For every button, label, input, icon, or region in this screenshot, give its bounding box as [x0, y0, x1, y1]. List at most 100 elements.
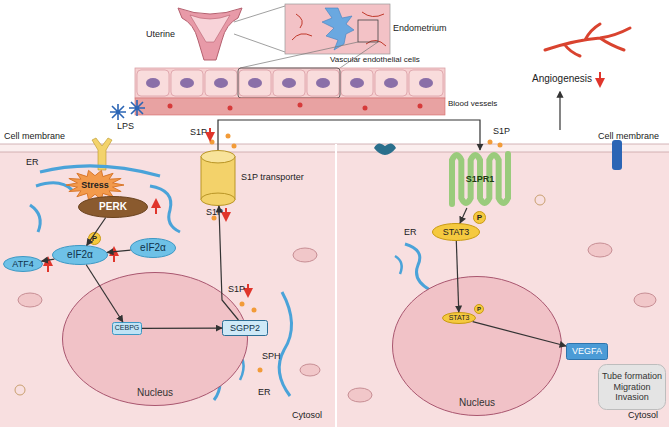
protein-ellipse-outline — [443, 313, 476, 324]
pathway-arrow — [473, 322, 566, 346]
nucleus-shape — [392, 276, 562, 416]
transporter-channel-outline — [201, 151, 235, 163]
decrease-arrow — [209, 128, 211, 140]
nucleus-label: Nucleus — [392, 397, 562, 409]
gene-box: CEBPG — [112, 322, 142, 335]
increase-arrow — [113, 248, 115, 262]
node-label: eIF2α — [52, 245, 108, 265]
node-label: Stress — [66, 170, 124, 200]
mitochondrion — [300, 364, 320, 376]
cell-nucleus — [384, 78, 398, 88]
vessel-icon — [545, 24, 630, 56]
protein-ellipse: ATF4 — [3, 256, 43, 272]
transporter-channel-shape — [200, 150, 236, 206]
s1p-dot — [232, 144, 237, 149]
gene-box: VEGFA — [566, 343, 608, 360]
kinase-ellipse: PERK — [78, 196, 148, 218]
protein-ellipse-outline — [4, 257, 43, 272]
cell-right — [337, 146, 669, 427]
node-label: P — [88, 232, 101, 245]
text-label: S1P — [190, 128, 207, 138]
text-label: S1P — [493, 127, 510, 137]
stress-burst-outline — [66, 170, 124, 199]
zoom-line — [234, 34, 285, 52]
nucleus: Nucleus STAT3P — [392, 276, 562, 416]
text-label: Cell membrane — [4, 132, 65, 142]
pathway-arrow — [142, 327, 222, 329]
node-label: PERK — [78, 196, 148, 218]
node-label: ATF4 — [3, 256, 43, 272]
endothelial-cell — [239, 70, 271, 96]
zoom-box — [358, 20, 378, 42]
node-label: S1P transporter — [241, 172, 304, 182]
endothelial-cell — [171, 70, 203, 96]
node-label: Tube formation Migration Invasion — [600, 364, 664, 410]
kinase-ellipse-outline — [79, 197, 148, 218]
node-label: VEGFA — [566, 343, 608, 360]
mitochondrion — [348, 388, 372, 402]
vesicle — [535, 195, 545, 205]
pathway-arrow — [107, 250, 130, 252]
text-label: Cell membrane — [598, 132, 659, 142]
zoom-line — [240, 42, 358, 68]
er-membrane — [150, 186, 180, 232]
zoom-line — [340, 42, 378, 68]
panel-divider — [335, 144, 337, 427]
stress-burst: Stress — [66, 170, 124, 200]
pathway-arrow — [460, 208, 467, 223]
receptor-protein: S1PR1 — [448, 150, 512, 208]
text-label: S1P — [228, 285, 245, 295]
text-label: SPH — [262, 352, 281, 362]
cell-row — [135, 68, 445, 98]
outcome-box: Tube formation Migration Invasion — [598, 364, 666, 410]
blood-cell — [363, 106, 368, 111]
s1p-dot — [210, 140, 215, 145]
cell-left — [0, 146, 335, 427]
s1p-dot — [498, 143, 503, 148]
endothelial-cell — [137, 70, 169, 96]
node-label: S1PR1 — [448, 150, 512, 208]
gene-box-outline — [567, 344, 608, 360]
zoom-line — [234, 6, 285, 22]
decrease-arrow — [225, 208, 227, 220]
phosphate-circle-outline — [474, 212, 486, 224]
membrane-receptor — [374, 143, 396, 155]
cell-nucleus — [419, 78, 433, 88]
lps-molecule — [129, 100, 145, 116]
pathway-arrow — [219, 206, 239, 320]
node-label: STAT3 — [432, 223, 480, 241]
blood-cell — [418, 104, 423, 109]
increase-arrow — [47, 258, 49, 272]
endothelial-cell — [409, 70, 443, 96]
transporter-channel: S1P transporter — [200, 150, 236, 206]
text-label: LPS — [117, 122, 134, 132]
protein-ellipse-outline — [131, 239, 176, 258]
endothelial-cell — [341, 70, 373, 96]
increase-arrow — [155, 200, 157, 214]
gene-box-outline — [113, 323, 142, 335]
enzyme-box-outline — [223, 321, 268, 336]
s1p-dot — [252, 308, 257, 313]
endothelial-cell — [307, 70, 339, 96]
vesicle — [15, 385, 25, 395]
node-label: eIF2α — [130, 238, 176, 258]
decrease-arrow — [247, 284, 249, 296]
endothelial-cell — [273, 70, 305, 96]
text-label: Blood vessels — [448, 100, 497, 109]
protein-ellipse: eIF2α — [130, 238, 176, 258]
cell-nucleus — [248, 78, 262, 88]
highlight-box — [238, 68, 340, 98]
phosphate-circle: P — [473, 211, 486, 224]
cell-nucleus — [214, 78, 228, 88]
phosphate-circle-outline — [89, 233, 101, 245]
protein-ellipse-outline — [53, 246, 108, 265]
node-label: STAT3 — [442, 312, 476, 324]
endothelial-cell — [205, 70, 237, 96]
phosphate-circle: P — [474, 304, 484, 314]
pathway-arrow — [42, 259, 55, 261]
outcome-box-outline — [599, 365, 666, 410]
sph-dot — [258, 368, 263, 373]
text-label: ER — [404, 228, 417, 238]
pathway-arrow — [456, 241, 458, 312]
